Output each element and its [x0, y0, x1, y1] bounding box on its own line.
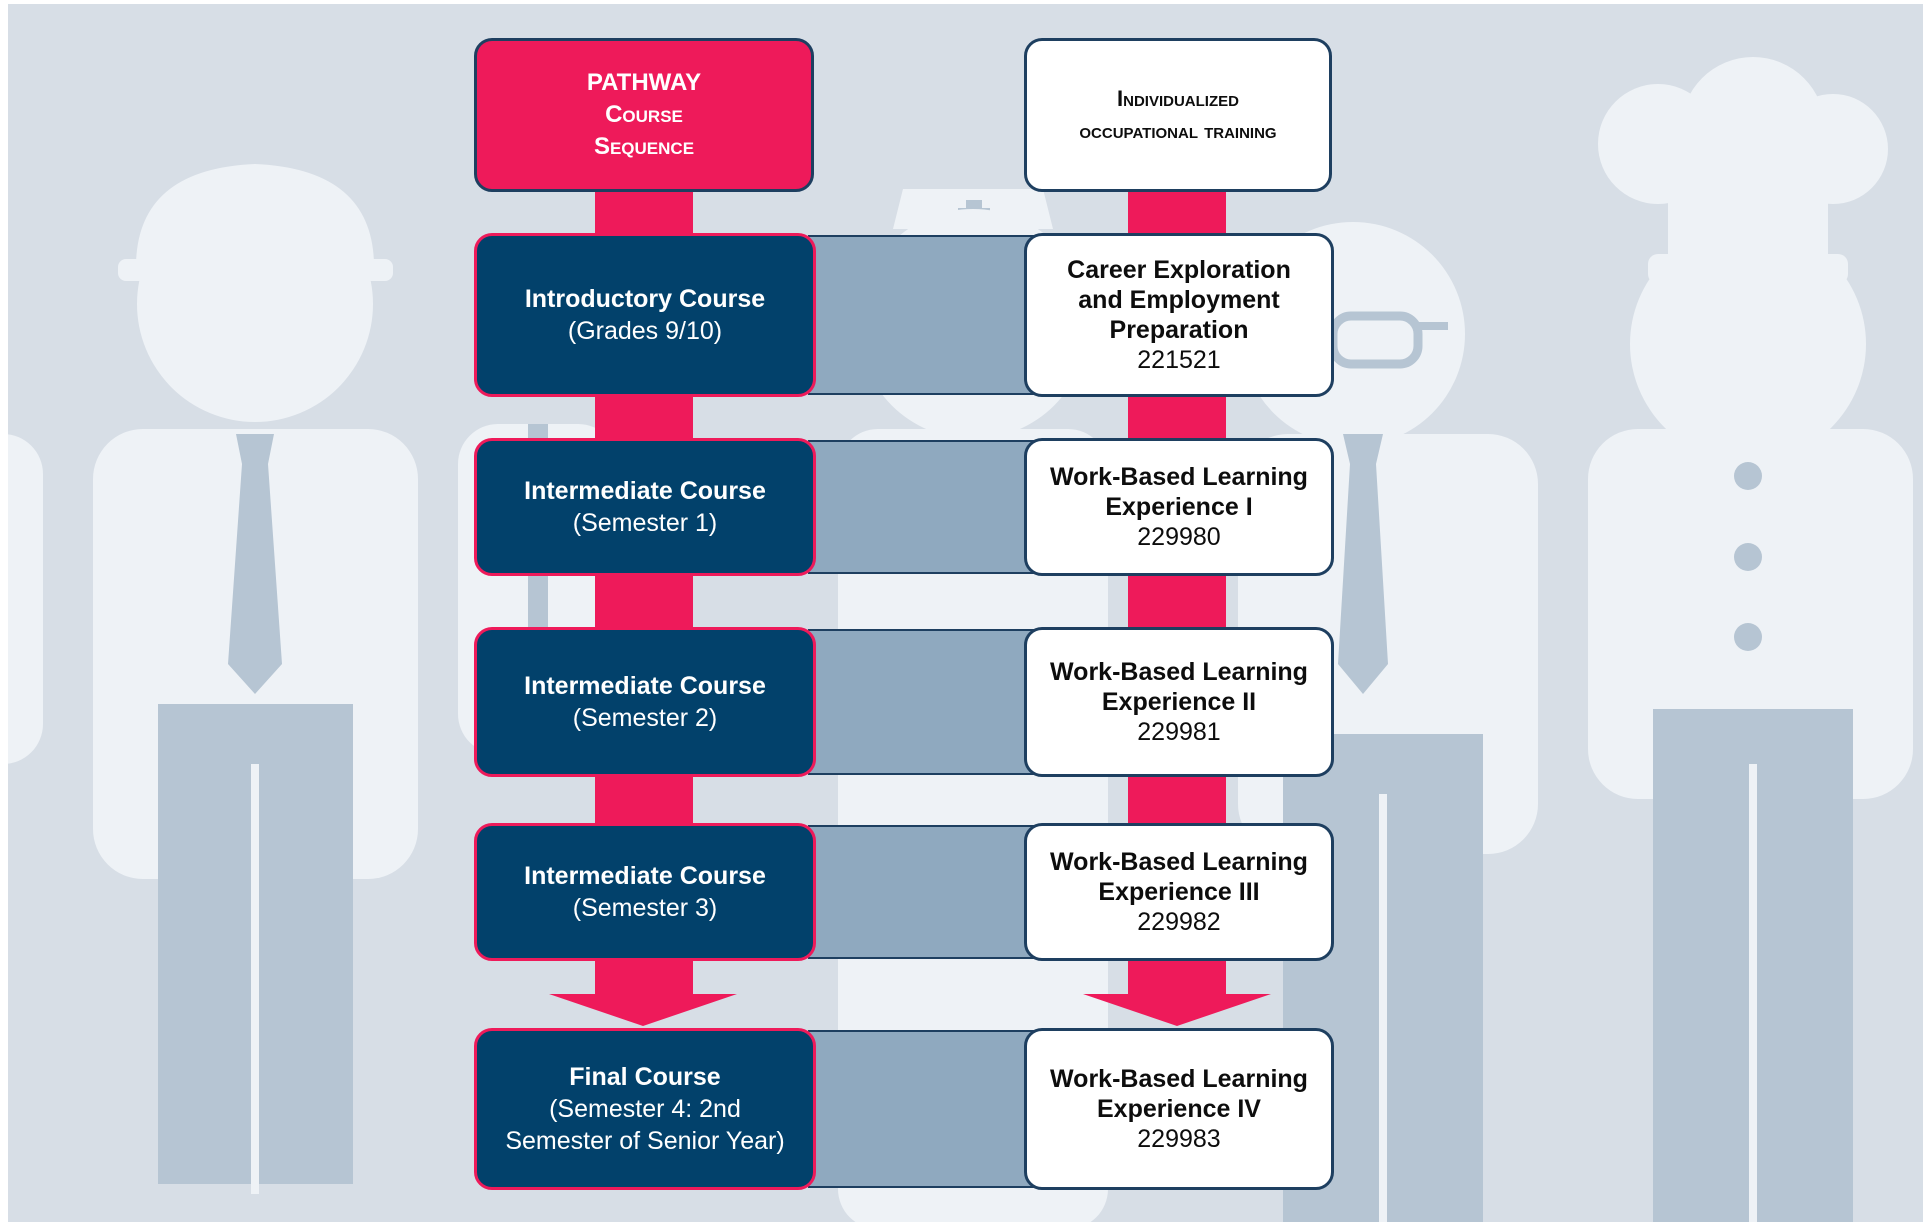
- construction-worker-figure: [93, 164, 418, 1194]
- course-code: 229983: [1137, 1125, 1221, 1153]
- training-title: Preparation: [1109, 316, 1249, 344]
- course-subtitle: (Semester 1): [572, 509, 718, 537]
- training-title: Work-Based Learning: [1050, 658, 1308, 686]
- header-line: PATHWAY: [586, 69, 702, 96]
- training-title: Experience III: [1098, 878, 1260, 906]
- pathway-course-sequence-header: PATHWAY Course Sequence: [474, 38, 814, 192]
- course-title: Intermediate Course: [524, 862, 766, 890]
- connector-bar: [808, 629, 1048, 775]
- training-title: Experience II: [1101, 688, 1257, 716]
- course-box-intermediate-2: Intermediate Course (Semester 2): [474, 627, 816, 777]
- diagram-canvas: PATHWAY Course Sequence Individualized o…: [8, 4, 1923, 1222]
- course-subtitle: (Semester 3): [572, 894, 718, 922]
- connector-bar: [808, 825, 1048, 959]
- course-box-final: Final Course (Semester 4: 2nd Semester o…: [474, 1028, 816, 1190]
- header-line: Individualized: [1117, 86, 1239, 111]
- training-box-wbl-1: Work-Based Learning Experience I 229980: [1024, 438, 1334, 576]
- header-line: occupational training: [1079, 118, 1277, 143]
- training-title: Career Exploration: [1067, 256, 1291, 284]
- connector-bar: [808, 440, 1048, 574]
- partial-figure-left: [8, 434, 43, 764]
- course-title: Final Course: [569, 1063, 721, 1091]
- course-box-intermediate-1: Intermediate Course (Semester 1): [474, 438, 816, 576]
- training-box-wbl-3: Work-Based Learning Experience III 22998…: [1024, 823, 1334, 961]
- course-subtitle: (Semester 4: 2nd: [549, 1095, 741, 1123]
- training-title: and Employment: [1078, 286, 1280, 314]
- course-subtitle: (Grades 9/10): [567, 317, 723, 345]
- course-box-intermediate-3: Intermediate Course (Semester 3): [474, 823, 816, 961]
- training-box-wbl-2: Work-Based Learning Experience II 229981: [1024, 627, 1334, 777]
- course-subtitle: Semester of Senior Year): [505, 1127, 785, 1155]
- training-box-career-exploration: Career Exploration and Employment Prepar…: [1024, 233, 1334, 397]
- course-code: 229980: [1137, 523, 1221, 551]
- course-title: Intermediate Course: [524, 477, 766, 505]
- training-title: Experience I: [1105, 493, 1253, 521]
- connector-bar: [808, 1030, 1048, 1188]
- chef-figure: [1588, 57, 1913, 1222]
- course-code: 229982: [1137, 908, 1221, 936]
- header-line: Sequence: [593, 133, 695, 160]
- training-title: Work-Based Learning: [1050, 1065, 1308, 1093]
- pathway-arrow-head: [549, 994, 737, 1026]
- course-code: 229981: [1137, 718, 1221, 746]
- course-subtitle: (Semester 2): [572, 704, 718, 732]
- training-title: Experience IV: [1097, 1095, 1261, 1123]
- header-line: Course: [605, 101, 683, 128]
- course-title: Introductory Course: [524, 285, 766, 313]
- occupational-training-header: Individualized occupational training: [1024, 38, 1332, 192]
- course-code: 221521: [1137, 346, 1221, 374]
- training-title: Work-Based Learning: [1050, 463, 1308, 491]
- training-title: Work-Based Learning: [1050, 848, 1308, 876]
- course-box-introductory: Introductory Course (Grades 9/10): [474, 233, 816, 397]
- training-arrow-head: [1083, 994, 1271, 1026]
- training-box-wbl-4: Work-Based Learning Experience IV 229983: [1024, 1028, 1334, 1190]
- connector-bar: [808, 235, 1048, 395]
- course-title: Intermediate Course: [524, 672, 766, 700]
